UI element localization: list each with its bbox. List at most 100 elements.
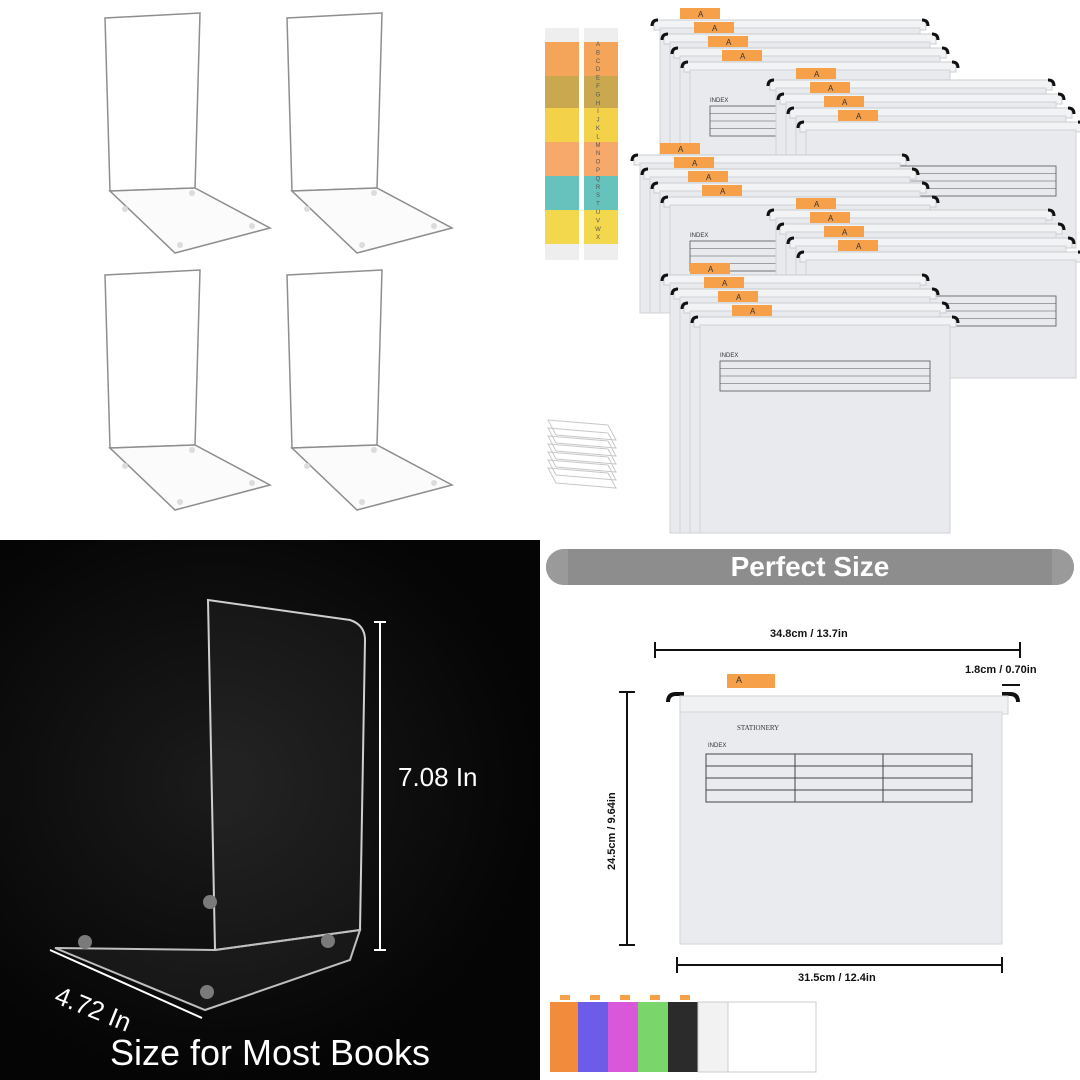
folder-tab-letter: A <box>856 242 862 251</box>
folder-tab-letter: A <box>740 52 746 61</box>
folder <box>699 324 951 534</box>
index-label: INDEX <box>710 98 728 104</box>
bookend-size-panel: 7.08 In 4.72 In Size for Most Books <box>0 540 540 1080</box>
alphabet-letter: U <box>596 210 600 216</box>
alphabet-letter: Q <box>596 176 601 182</box>
folder-hooks <box>666 692 1020 703</box>
folder-tab <box>727 674 775 688</box>
top-width-label: 34.8cm / 13.7in <box>770 628 848 640</box>
alphabet-letter: W <box>595 227 601 233</box>
folder-tab <box>722 50 762 61</box>
folder-tab <box>796 198 836 209</box>
folder-tab-letter: A <box>692 159 698 168</box>
label-strip-left <box>545 28 579 260</box>
foot-pad <box>200 985 214 999</box>
folder-tab-letter: A <box>842 98 848 107</box>
folder-tab-letter: A <box>736 675 743 685</box>
bookend-2 <box>286 12 453 254</box>
alphabet-letter: B <box>596 50 600 56</box>
folder-stacks: AAAAINDEXAAAAINDEXAAAAINDEXAAAAINDEXAAAA… <box>630 8 1080 534</box>
alphabet-letter: L <box>596 134 600 140</box>
folder-tab-letter: A <box>712 24 718 33</box>
alphabet-letter: T <box>596 202 600 208</box>
folder-tab-letter: A <box>720 187 726 196</box>
folder-body <box>679 711 1003 945</box>
hook-width-label: 1.8cm / 0.70in <box>965 664 1037 676</box>
bookend-height-label: 7.08 In <box>398 762 478 792</box>
alphabet-letter: N <box>596 151 600 157</box>
folder-tab <box>694 22 734 33</box>
folder-index-label: INDEX <box>708 743 727 749</box>
alphabet-letter: H <box>596 101 600 107</box>
perfect-size-banner: Perfect Size <box>546 549 1074 585</box>
alphabet-letter: J <box>597 118 600 124</box>
foot-pad <box>321 934 335 948</box>
alphabet-letter: I <box>597 109 599 115</box>
alphabet-letter: G <box>596 92 601 98</box>
folder-tab <box>796 68 836 79</box>
folder-tab <box>660 143 700 154</box>
bottom-width-label: 31.5cm / 12.4in <box>798 972 876 984</box>
folder-tab <box>708 36 748 47</box>
folder-tab-letter: A <box>842 228 848 237</box>
folder-tab <box>838 240 878 251</box>
folder-tab-letter: A <box>708 265 714 274</box>
alphabet-letter: P <box>596 168 600 174</box>
folder-size-panel: Perfect Size <box>540 540 1080 1080</box>
folder-tab <box>810 212 850 223</box>
width-dimension-line <box>49 949 203 1019</box>
folder-tab-letter: A <box>678 145 684 154</box>
folder-tab <box>704 277 744 288</box>
folder-tab <box>688 171 728 182</box>
bookend-dimension-drawing <box>49 598 386 1019</box>
folder-tab-letter: A <box>750 307 756 316</box>
alphabet-letter: V <box>596 218 600 224</box>
folder-tab <box>690 263 730 274</box>
banner-title: Perfect Size <box>730 551 890 582</box>
folder-tab-letter: A <box>698 10 704 19</box>
bookends-grid-panel <box>0 0 540 540</box>
alphabet-letter: M <box>596 143 601 149</box>
foot-pad <box>78 935 92 949</box>
folder-tab <box>838 110 878 121</box>
bookend-1 <box>104 12 271 254</box>
height-label: 24.5cm / 9.64in <box>606 792 618 870</box>
folder-tab-letter: A <box>726 38 732 47</box>
alphabet-letter: S <box>596 193 600 199</box>
alphabet-letter: R <box>596 185 601 191</box>
bookends-drawing <box>104 12 453 511</box>
bookend-caption: Size for Most Books <box>109 1032 431 1073</box>
alphabet-letter: O <box>596 160 601 166</box>
folder-tab <box>810 82 850 93</box>
alphabet-letter: X <box>596 235 600 241</box>
folder-tab <box>680 8 720 19</box>
folder-tab <box>824 96 864 107</box>
index-label: INDEX <box>690 233 708 239</box>
folder-tab <box>824 226 864 237</box>
folder-tab <box>732 305 772 316</box>
folder-color-variants <box>550 995 817 1073</box>
folder-tab-letter: A <box>814 200 820 209</box>
folder-dimension-drawing <box>550 642 1021 1073</box>
folder-brand: STATIONERY <box>737 724 780 732</box>
folder-tab-letter: A <box>814 70 820 79</box>
folder-tab <box>702 185 742 196</box>
folder-tab-letter: A <box>736 293 742 302</box>
folder-tab-letter: A <box>828 214 834 223</box>
folder-tab-letter: A <box>856 112 862 121</box>
foot-pad <box>203 895 217 909</box>
alphabet-letter: F <box>596 84 600 90</box>
alphabet-letter: A <box>596 42 600 48</box>
plastic-clips <box>547 419 617 489</box>
bookend-4 <box>286 269 453 511</box>
folder-tab <box>674 157 714 168</box>
alphabet-letter: D <box>596 67 601 73</box>
folder-tab-letter: A <box>706 173 712 182</box>
folder-tab <box>718 291 758 302</box>
alphabet-letter: E <box>596 76 600 82</box>
index-label: INDEX <box>720 353 738 359</box>
